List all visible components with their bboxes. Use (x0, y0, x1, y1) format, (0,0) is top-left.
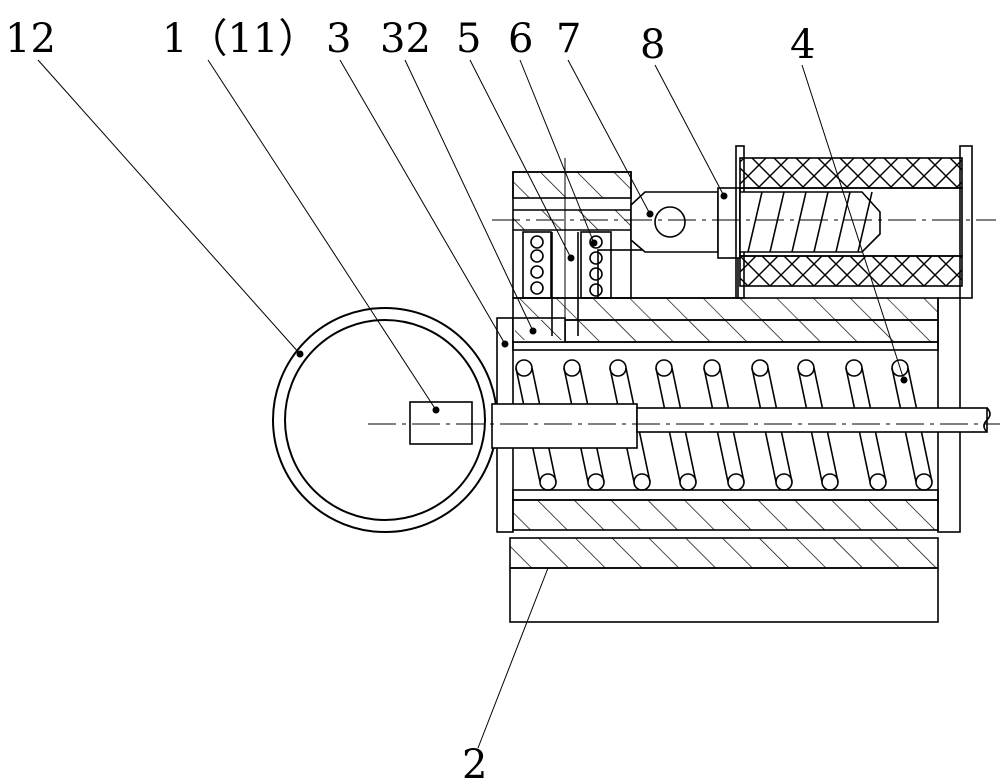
spring-coil-bottom (915, 473, 933, 491)
screw-thread (857, 191, 873, 253)
spring-coil-bottom (539, 473, 557, 491)
spring-coil-top (751, 359, 769, 377)
screw-thread (769, 191, 785, 253)
label-3: 3 (326, 16, 351, 62)
label-1-11: 1（11） (162, 16, 318, 62)
spring-coil-bottom (775, 473, 793, 491)
screw-thread (835, 191, 851, 253)
spring-coil-top (655, 359, 673, 377)
leader-dot-12 (296, 350, 304, 358)
main-housing (496, 297, 961, 533)
block-part-1 (409, 401, 473, 445)
leader-lines (37, 59, 905, 749)
spring-coil-top (703, 359, 721, 377)
spring-coil-bottom (633, 473, 651, 491)
spring-coil-top (797, 359, 815, 377)
label-6: 6 (508, 16, 533, 62)
spring-coil-bottom (869, 473, 887, 491)
label-2: 2 (462, 742, 487, 784)
spring-coil-top (515, 359, 533, 377)
label-4: 4 (790, 22, 815, 68)
threaded-housing (735, 145, 973, 299)
spring-coil-top (563, 359, 581, 377)
screw-thread (747, 191, 763, 253)
ball-valve-part-7 (630, 191, 719, 253)
label-7: 7 (556, 16, 581, 62)
spring-coil-bottom (821, 473, 839, 491)
spring-coil-top (845, 359, 863, 377)
small-spring-right (589, 235, 603, 297)
screw-thread (813, 191, 829, 253)
spring-coil-bottom (727, 473, 745, 491)
label-5: 5 (456, 16, 481, 62)
leader-dot-4 (900, 376, 908, 384)
label-32: 32 (380, 16, 431, 62)
spring-coil-bottom (587, 473, 605, 491)
small-spring-left (530, 235, 544, 295)
label-8: 8 (640, 22, 665, 68)
shaft (368, 403, 1000, 449)
label-12: 12 (5, 16, 56, 62)
spring-coil-bottom (679, 473, 697, 491)
spring-coil-top (609, 359, 627, 377)
base-plate-part-2 (509, 537, 939, 623)
screw-thread (791, 191, 807, 253)
